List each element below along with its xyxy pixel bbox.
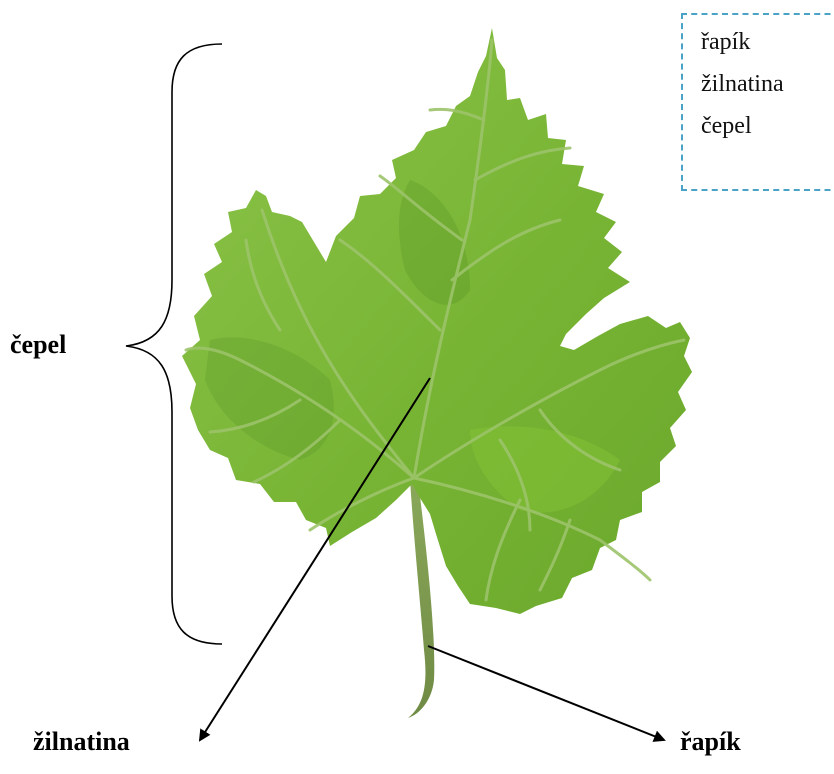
- blade-label: čepel: [10, 330, 66, 360]
- veins-label: žilnatina: [33, 727, 130, 757]
- leaf-blade: [182, 28, 692, 614]
- leaf-petiole: [408, 480, 434, 718]
- word-bank-item: čepel: [701, 111, 834, 141]
- word-bank: řapík žilnatina čepel: [681, 13, 834, 191]
- petiole-pointer-line: [428, 646, 664, 740]
- word-bank-item: žilnatina: [701, 69, 834, 99]
- petiole-label: řapík: [680, 727, 741, 757]
- word-bank-item: řapík: [701, 27, 834, 57]
